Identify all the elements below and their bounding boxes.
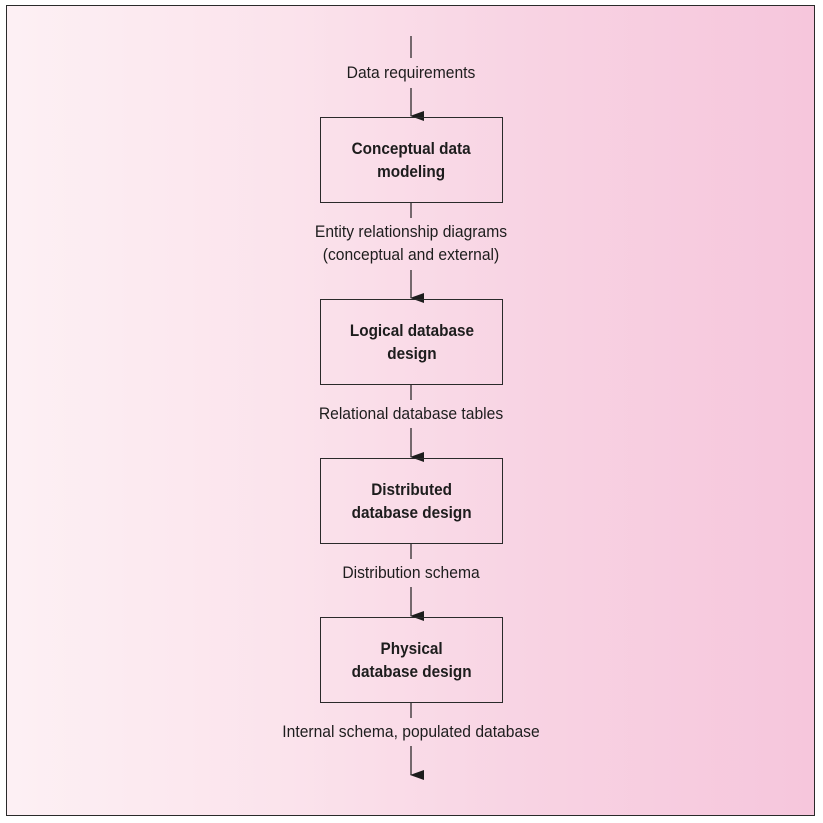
edge-label-internal-schema: Internal schema, populated database (282, 722, 540, 741)
edge-label-relational-database-tables: Relational database tables (318, 404, 504, 423)
node-label-logical: Logical database design (349, 321, 474, 363)
edge-label-data-requirements: Data requirements (346, 63, 476, 82)
node-label-physical: Physical database design (351, 639, 472, 681)
node-physical-database-design: Physical database design (320, 617, 503, 703)
edge-label-entity-relationship-diagrams: Entity relationship diagrams (conceptual… (314, 222, 508, 264)
node-conceptual-data-modeling: Conceptual data modeling (320, 117, 503, 203)
node-distributed-database-design: Distributed database design (320, 458, 503, 544)
edge-label-distribution-schema: Distribution schema (342, 563, 480, 582)
diagram-frame (6, 5, 815, 816)
node-label-distributed: Distributed database design (351, 480, 472, 522)
node-logical-database-design: Logical database design (320, 299, 503, 385)
node-label-conceptual: Conceptual data modeling (351, 139, 472, 181)
